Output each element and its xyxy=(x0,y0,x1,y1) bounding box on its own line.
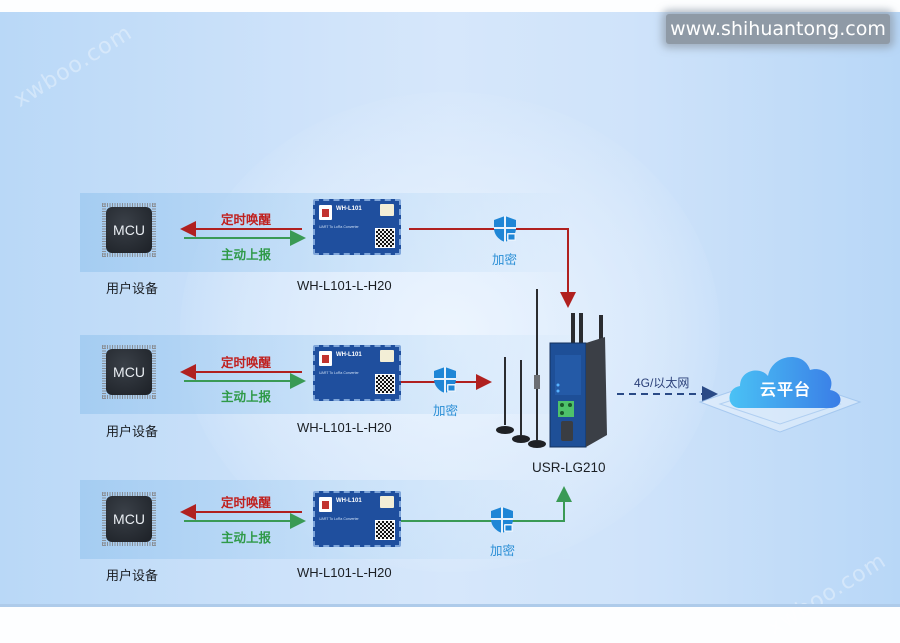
encrypt-label-1: 加密 xyxy=(492,253,518,267)
downlink-label-2: 定时唤醒 xyxy=(221,356,272,370)
downlink-label-1: 定时唤醒 xyxy=(221,213,272,227)
cloud-label: 云平台 xyxy=(760,382,812,399)
encrypt-label-2: 加密 xyxy=(433,404,459,418)
gateway-caption: USR-LG210 xyxy=(532,460,606,475)
mcu-chip-label: MCU xyxy=(106,207,152,253)
module-subtext: UART To LoRa Converter xyxy=(319,371,359,375)
encrypt-label-3: 加密 xyxy=(490,544,516,558)
module-caption-3: WH-L101-L-H20 xyxy=(297,565,392,580)
device-caption-2: 用户设备 xyxy=(106,424,159,439)
downlink-label-3: 定时唤醒 xyxy=(221,496,272,510)
brand-logo-icon xyxy=(319,351,332,366)
encrypt-shield-icon-2 xyxy=(434,367,456,393)
lora-module-2: WH-L101 UART To LoRa Converter xyxy=(313,345,401,401)
uplink-label-2: 主动上报 xyxy=(221,390,272,404)
mcu-chip-label: MCU xyxy=(106,496,152,542)
module-subtext: UART To LoRa Converter xyxy=(319,225,359,229)
mcu-chip-label: MCU xyxy=(106,349,152,395)
module-caption-1: WH-L101-L-H20 xyxy=(297,278,392,293)
antenna-icon xyxy=(528,289,546,448)
chip-icon xyxy=(380,350,394,362)
gateway-device xyxy=(496,289,607,448)
network-label: 4G/以太网 xyxy=(634,376,690,390)
module-to-gateway-link-1 xyxy=(409,228,576,308)
module-to-gateway-link-3 xyxy=(399,486,572,522)
qr-code-icon xyxy=(375,374,395,394)
device-caption-1: 用户设备 xyxy=(106,281,159,296)
uplink-label-1: 主动上报 xyxy=(221,248,272,262)
cloud-platform-icon xyxy=(698,357,862,433)
chip-icon xyxy=(380,496,394,508)
uplink-label-3: 主动上报 xyxy=(221,531,272,545)
device-caption-3: 用户设备 xyxy=(106,568,159,583)
site-watermark-badge: www.shihuantong.com xyxy=(666,14,890,44)
module-name: WH-L101 xyxy=(336,206,362,212)
encrypt-shield-icon-1 xyxy=(494,216,516,242)
module-caption-2: WH-L101-L-H20 xyxy=(297,420,392,435)
lora-module-1: WH-L101 UART To LoRa Converter xyxy=(313,199,401,255)
qr-code-icon xyxy=(375,228,395,248)
mcu-chip-2: MCU xyxy=(102,345,156,399)
module-subtext: UART To LoRa Converter xyxy=(319,517,359,521)
encrypt-shield-icon-3 xyxy=(491,507,513,533)
antenna-icon xyxy=(496,357,514,434)
brand-logo-icon xyxy=(319,205,332,220)
module-name: WH-L101 xyxy=(336,352,362,358)
lora-module-3: WH-L101 UART To LoRa Converter xyxy=(313,491,401,547)
brand-logo-icon xyxy=(319,497,332,512)
qr-code-icon xyxy=(375,520,395,540)
chip-icon xyxy=(380,204,394,216)
antenna-icon xyxy=(512,360,530,443)
module-name: WH-L101 xyxy=(336,498,362,504)
mcu-chip-1: MCU xyxy=(102,203,156,257)
mcu-chip-3: MCU xyxy=(102,492,156,546)
